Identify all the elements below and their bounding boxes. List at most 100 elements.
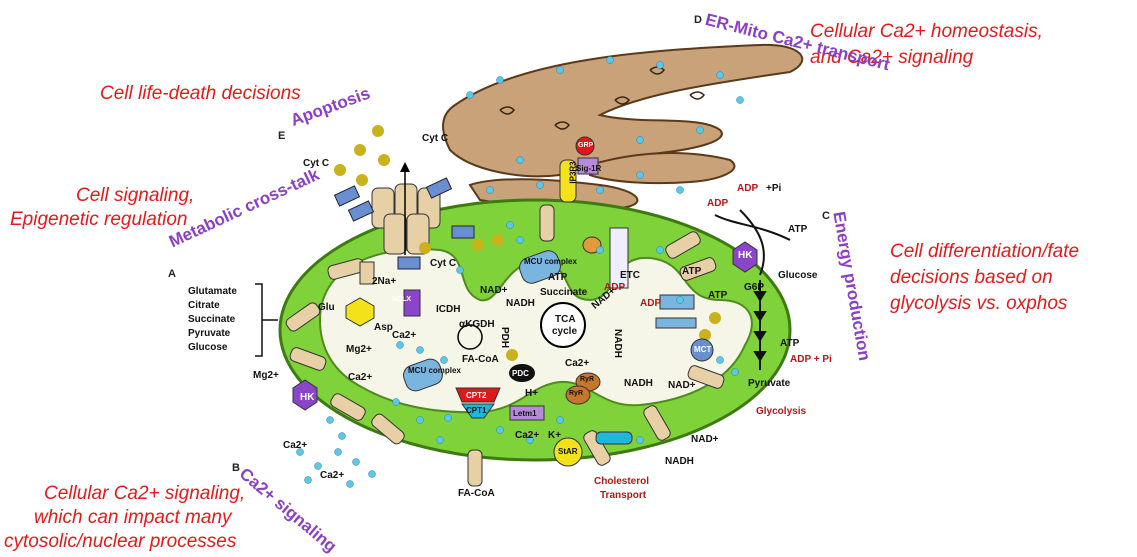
signaling-annotation-line1: Cell signaling,: [76, 185, 195, 206]
calcium-ion: [731, 368, 739, 376]
calcium-ion: [396, 341, 404, 349]
calcium-ion: [346, 480, 354, 488]
akgdh-label: αKGDH: [459, 319, 495, 330]
nadh-label: NADH: [624, 378, 653, 389]
hk-label: HK: [738, 250, 753, 261]
metabolite-bracket: [255, 283, 278, 357]
facoa-label: FA-CoA: [458, 488, 495, 499]
calcium-ion: [416, 346, 424, 354]
atp-label: ATP: [682, 266, 702, 277]
calcium-ion: [536, 181, 544, 189]
metabolite-item: Pyruvate: [188, 328, 231, 339]
cyt-c-label: Cyt C: [303, 158, 330, 169]
section-a-letter: A: [168, 268, 176, 280]
adp-pi-label: ADP + Pi: [790, 354, 832, 365]
calcium-ion: [496, 76, 504, 84]
calcium-ion: [556, 416, 564, 424]
section-c-letter: C: [822, 210, 830, 222]
mct-label: MCT: [694, 345, 712, 354]
hk-label: HK: [300, 392, 315, 403]
asp-label: Asp: [374, 322, 393, 333]
cpt2-label: CPT2: [466, 391, 487, 400]
calcium-ion: [444, 414, 452, 422]
calcium-ion: [496, 426, 504, 434]
calcium-ion: [556, 66, 564, 74]
calcium-ion: [516, 236, 524, 244]
calcium-ion: [314, 462, 322, 470]
mcu-label: MCU complex: [524, 257, 577, 266]
calcium-ion: [456, 266, 464, 274]
star-label: StAR: [558, 447, 578, 456]
ca-label: Ca2+: [348, 372, 373, 383]
calcium-ion: [440, 356, 448, 364]
section-b-letter: B: [232, 462, 240, 474]
calcium-ion: [296, 448, 304, 456]
calcium-ion: [676, 296, 684, 304]
mitochondrion: [278, 198, 792, 462]
ca-signal-annotation-line3: cytosolic/nuclear processes: [4, 531, 237, 552]
endoplasmic-reticulum: [442, 43, 804, 210]
ryr-label: RyR: [580, 376, 595, 383]
adp-label: ADP: [640, 298, 662, 309]
ca-label: Ca2+: [392, 330, 417, 341]
metabolite-item: Succinate: [188, 314, 236, 325]
signaling-annotation-line2: Epigenetic regulation: [10, 209, 188, 230]
calcium-ion: [304, 476, 312, 484]
mg-label: Mg2+: [253, 370, 279, 381]
adp-label: ADP: [707, 198, 729, 209]
calcium-ion: [656, 246, 664, 254]
cycle-label: cycle: [552, 326, 578, 337]
calcium-ion: [736, 96, 744, 104]
vdac-oligomer: [371, 162, 441, 255]
grp-label: GRP: [578, 142, 594, 149]
homeostasis-annotation-line1: Cellular Ca2+ homeostasis,: [810, 21, 1043, 42]
nad-label: NAD+: [668, 380, 696, 391]
calcium-ion: [352, 458, 360, 466]
atp-label: ATP: [780, 338, 800, 349]
atp-label: ATP: [708, 290, 728, 301]
pdc-label: PDC: [512, 369, 529, 378]
homeostasis-annotation-line2: and Ca2+ signaling: [810, 47, 974, 68]
atp-label: ATP: [788, 224, 808, 235]
calcium-ion: [676, 186, 684, 194]
nad-label: NAD+: [480, 285, 508, 296]
calcium-ion: [716, 71, 724, 79]
ca-label: Ca2+: [565, 358, 590, 369]
tca-cycle: [457, 302, 586, 350]
cyt-c-label: Cyt C: [430, 258, 457, 269]
calcium-ion: [466, 91, 474, 99]
calcium-ions: [296, 56, 744, 488]
calcium-ion: [596, 246, 604, 254]
fate-annotation-line1: Cell differentiation/fate: [890, 241, 1080, 262]
calcium-ion: [368, 470, 376, 478]
calcium-ion: [606, 56, 614, 64]
fate-annotation-line2: decisions based on: [890, 267, 1053, 288]
calcium-ion: [516, 156, 524, 164]
calcium-ion: [506, 221, 514, 229]
succinate-label: Succinate: [540, 287, 588, 298]
nadh-label: NADH: [665, 456, 694, 467]
letm1-label: Letm1: [513, 409, 537, 418]
nadh-label: NADH: [611, 329, 623, 358]
calcium-ion: [526, 436, 534, 444]
calcium-ion: [416, 416, 424, 424]
section-d-letter: D: [694, 14, 702, 26]
cpt1-label: CPT1: [466, 406, 487, 415]
g6p-label: G6P: [744, 282, 765, 293]
pdh-label: PDH: [499, 326, 511, 349]
glycolysis-arrows: [714, 209, 791, 370]
etc-label: ETC: [620, 270, 640, 281]
facoa-label: FA-CoA: [462, 354, 499, 365]
calcium-ion: [334, 448, 342, 456]
calcium-ion: [636, 136, 644, 144]
ca-label: Ca2+: [515, 430, 540, 441]
calcium-ion: [656, 61, 664, 69]
fate-annotation-line3: glycolysis vs. oxphos: [890, 293, 1068, 314]
calcium-ion: [392, 398, 400, 406]
adp-label: ADP: [737, 183, 759, 194]
nad-label: NAD+: [691, 434, 719, 445]
nadh-label: NADH: [506, 298, 535, 309]
ca-label: Ca2+: [283, 440, 308, 451]
ryr-label: RyR: [569, 390, 584, 397]
